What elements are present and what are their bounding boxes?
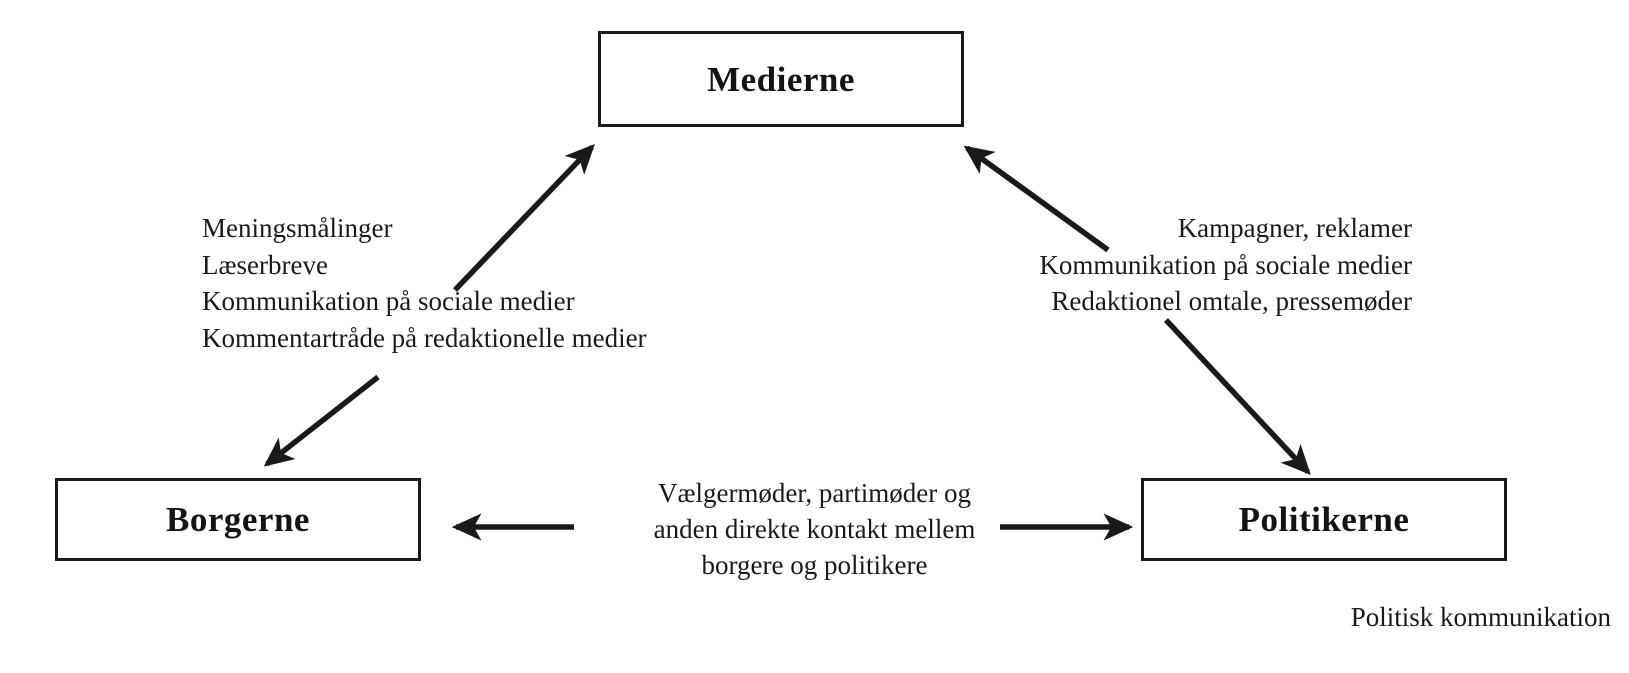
- edge-label-line: Kommunikation på sociale medier: [1039, 249, 1412, 280]
- node-borgerne-label: Borgerne: [166, 500, 310, 539]
- edge-label-citizens-politicians: Vælgermøder, partimøder og anden direkte…: [654, 475, 976, 583]
- node-medierne-label: Medierne: [707, 59, 855, 99]
- edge-label-line: Kampagner, reklamer: [1177, 213, 1412, 243]
- edge-label-politicians-to-media: Kampagner, reklamer Kommunikation på soc…: [1039, 210, 1412, 320]
- edge-label-line: Vælgermøder, partimøder og: [657, 478, 972, 508]
- edge-label-line: borgere og politikere: [701, 550, 928, 580]
- edge-label-line: Læserbreve: [202, 249, 328, 280]
- node-politikerne[interactable]: Politikerne: [1141, 478, 1507, 561]
- edge-label-line: Meningsmålinger: [202, 213, 393, 243]
- edge-label-line: anden direkte kontakt mellem: [653, 514, 976, 544]
- node-politikerne-label: Politikerne: [1238, 500, 1410, 539]
- edge-label-line: Kommentartråde på redaktionelle medier: [202, 322, 647, 353]
- edge-label-line: Redaktionel omtale, pressemøder: [1051, 286, 1412, 316]
- diagram-caption: Politisk kommunikation: [1350, 602, 1611, 632]
- node-borgerne[interactable]: Borgerne: [55, 478, 421, 561]
- arrow-medierne-to-borgerne: [263, 374, 380, 467]
- edge-label-line: Kommunikation på sociale medier: [202, 286, 575, 316]
- edge-label-citizens-to-media: Meningsmålinger Læserbreve Kommunikation…: [202, 210, 647, 356]
- node-medierne[interactable]: Medierne: [598, 31, 964, 127]
- arrow-medierne-to-politikerne: [1163, 318, 1311, 476]
